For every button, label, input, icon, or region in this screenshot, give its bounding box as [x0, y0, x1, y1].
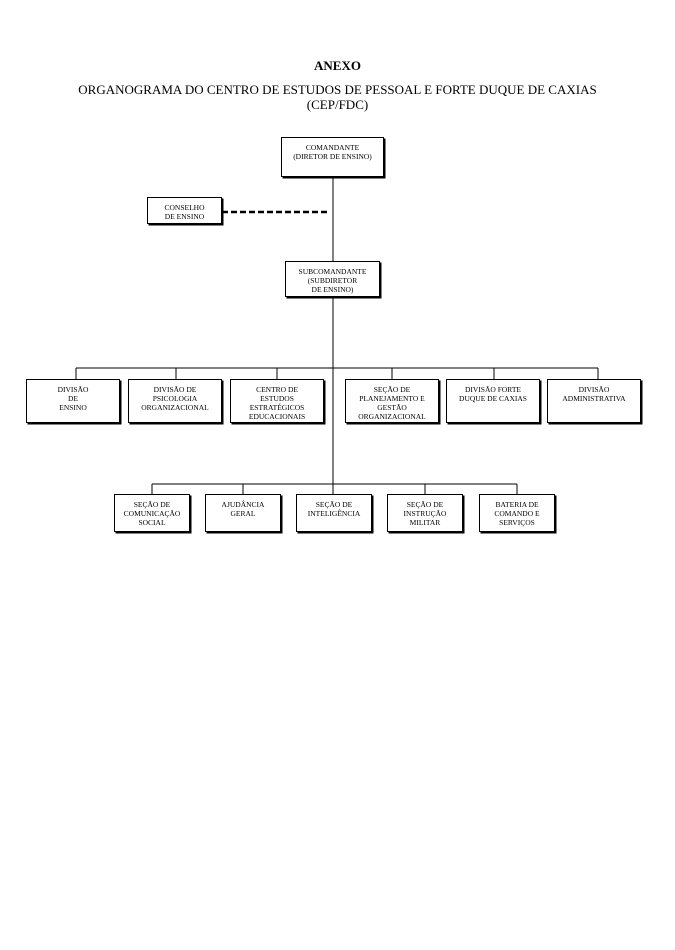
node-divisao-administrativa-label: DIVISÃO ADMINISTRATIVA: [562, 385, 626, 403]
node-comandante: COMANDANTE (DIRETOR DE ENSINO): [281, 137, 384, 177]
node-divisao-forte-label: DIVISÃO FORTE DUQUE DE CAXIAS: [459, 385, 527, 403]
node-subcomandante: SUBCOMANDANTE (SUBDIRETOR DE ENSINO): [285, 261, 380, 297]
node-subcomandante-label: SUBCOMANDANTE (SUBDIRETOR DE ENSINO): [298, 267, 367, 294]
annex-heading: ANEXO: [314, 58, 361, 73]
node-conselho-ensino: CONSELHO DE ENSINO: [147, 197, 222, 224]
node-secao-instrucao-label: SEÇÃO DE INSTRUÇÃO MILITAR: [403, 500, 447, 527]
node-divisao-ensino-label: DIVISÃO DE ENSINO: [57, 385, 89, 412]
node-comandante-label: COMANDANTE (DIRETOR DE ENSINO): [293, 143, 372, 161]
node-secao-planejamento: SEÇÃO DE PLANEJAMENTO E GESTÃO ORGANIZAC…: [345, 379, 439, 423]
node-secao-comunicacao-label: SEÇÃO DE COMUNICAÇÃO SOCIAL: [123, 500, 181, 527]
node-bateria-comando-label: BATERIA DE COMANDO E SERVIÇOS: [494, 500, 540, 527]
node-secao-inteligencia-label: SEÇÃO DE INTELIGÊNCIA: [307, 500, 361, 518]
node-divisao-psicologia: DIVISÃO DE PSICOLOGIA ORGANIZACIONAL: [128, 379, 222, 423]
chart-subtitle: (CEP/FDC): [306, 97, 369, 112]
node-bateria-comando: BATERIA DE COMANDO E SERVIÇOS: [479, 494, 555, 532]
node-ajudancia-geral: AJUDÂNCIA GERAL: [205, 494, 281, 532]
node-secao-comunicacao: SEÇÃO DE COMUNICAÇÃO SOCIAL: [114, 494, 190, 532]
node-secao-inteligencia: SEÇÃO DE INTELIGÊNCIA: [296, 494, 372, 532]
node-conselho-ensino-label: CONSELHO DE ENSINO: [164, 203, 205, 221]
node-secao-instrucao: SEÇÃO DE INSTRUÇÃO MILITAR: [387, 494, 463, 532]
node-centro-estudos-label: CENTRO DE ESTUDOS ESTRATÉGICOS EDUCACION…: [248, 385, 306, 421]
node-divisao-ensino: DIVISÃO DE ENSINO: [26, 379, 120, 423]
node-ajudancia-geral-label: AJUDÂNCIA GERAL: [221, 500, 265, 518]
node-secao-planejamento-label: SEÇÃO DE PLANEJAMENTO E GESTÃO ORGANIZAC…: [358, 385, 426, 421]
node-divisao-psicologia-label: DIVISÃO DE PSICOLOGIA ORGANIZACIONAL: [141, 385, 209, 412]
node-divisao-administrativa: DIVISÃO ADMINISTRATIVA: [547, 379, 641, 423]
node-divisao-forte: DIVISÃO FORTE DUQUE DE CAXIAS: [446, 379, 540, 423]
chart-title: ORGANOGRAMA DO CENTRO DE ESTUDOS DE PESS…: [78, 82, 597, 97]
node-centro-estudos: CENTRO DE ESTUDOS ESTRATÉGICOS EDUCACION…: [230, 379, 324, 423]
